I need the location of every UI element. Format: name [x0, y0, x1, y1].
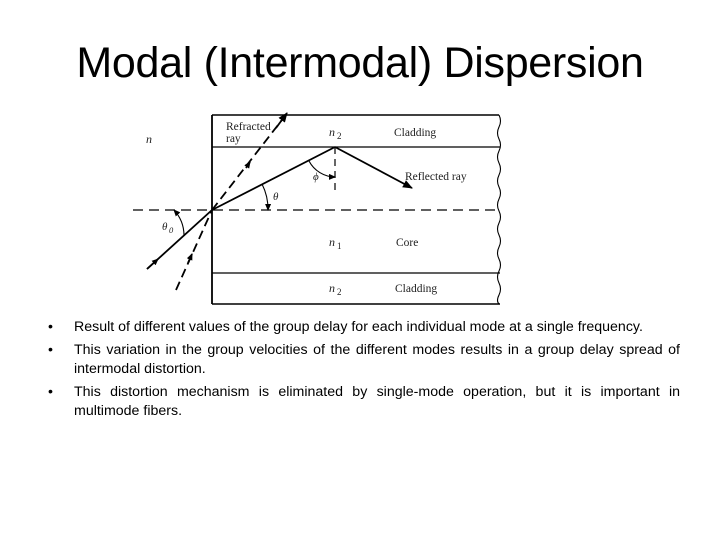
- core-index-subscript: 1: [337, 241, 342, 251]
- fiber-structure: [211, 114, 502, 305]
- phi-label: ϕ: [313, 171, 319, 183]
- bullet-item: • Result of different values of the grou…: [48, 318, 680, 338]
- bottom-cladding-name-label: Cladding: [395, 283, 437, 295]
- bottom-cladding-index-subscript: 2: [337, 287, 342, 297]
- reflected-ray-label: Reflected ray: [405, 171, 467, 183]
- theta0-subscript: 0: [169, 225, 174, 235]
- refracted-ray-label-line1: Refracted: [226, 121, 271, 133]
- phi-angle-arc: [308, 160, 336, 180]
- refracted-ray-label-line2: ray: [226, 133, 241, 145]
- bullet-text: This distortion mechanism is eliminated …: [74, 383, 680, 420]
- bullet-text: This variation in the group velocities o…: [74, 341, 680, 378]
- fiber-break-line: [496, 114, 502, 305]
- theta-label: θ: [273, 191, 279, 203]
- bullet-marker: •: [48, 383, 53, 400]
- bottom-cladding-index-label: n: [329, 281, 335, 295]
- outside-index-label: n: [146, 132, 152, 146]
- core-index-label: n: [329, 235, 335, 249]
- guided-ray: [211, 146, 336, 211]
- incident-ray-dashed: [175, 209, 213, 291]
- theta0-angle-arc: [173, 209, 185, 236]
- bullet-item: • This variation in the group velocities…: [48, 341, 680, 380]
- slide-title: Modal (Intermodal) Dispersion: [76, 39, 644, 87]
- theta0-label: θ: [162, 221, 168, 233]
- top-cladding-index-label: n: [329, 125, 335, 139]
- bullet-text: Result of different values of the group …: [74, 319, 643, 335]
- bullet-marker: •: [48, 319, 53, 335]
- top-cladding-name-label: Cladding: [394, 127, 436, 139]
- bullet-item: • This distortion mechanism is eliminate…: [48, 383, 680, 422]
- top-cladding-index-subscript: 2: [337, 131, 342, 141]
- bullet-marker: •: [48, 341, 53, 358]
- fiber-ray-diagram: n Refracted ray n 2 Cladding Reflected r…: [133, 112, 502, 305]
- theta-angle-arc: [261, 183, 272, 211]
- reflected-ray-line: [334, 146, 413, 189]
- bullet-list: • Result of different values of the grou…: [48, 318, 680, 425]
- core-name-label: Core: [396, 237, 418, 249]
